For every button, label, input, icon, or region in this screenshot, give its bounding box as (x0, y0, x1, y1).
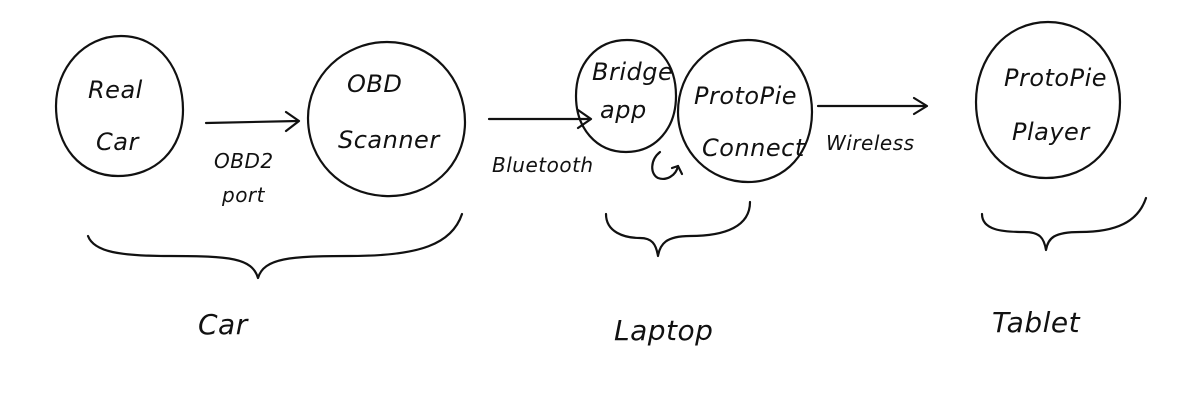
protopie-connect-circle (676, 38, 814, 184)
group-tablet: Tablet (980, 196, 1148, 339)
arrow-obd2-head (284, 110, 301, 133)
protopie-player-label-line2: Player (1012, 118, 1091, 146)
protopie-connect-label-line2: Connect (702, 134, 806, 162)
car-brace (86, 212, 464, 280)
obd2-port-label-line1: OBD2 (214, 149, 274, 173)
node-real-car: Real Car (54, 34, 185, 178)
tablet-brace (980, 196, 1148, 252)
node-protopie-connect: ProtoPie Connect (676, 38, 814, 184)
node-obd-scanner: OBD Scanner (306, 40, 467, 198)
obd-scanner-label-line2: Scanner (338, 126, 441, 154)
return-arrow (651, 150, 684, 180)
wireless-label: Wireless (826, 131, 915, 155)
protopie-connect-label-line1: ProtoPie (694, 82, 797, 110)
laptop-brace (604, 200, 752, 258)
arrow-obd2-line (204, 119, 300, 125)
return-arrow-head (670, 164, 684, 176)
obd-scanner-label-line1: OBD (347, 70, 402, 98)
laptop-group-label: Laptop (614, 314, 713, 347)
bridge-app-circle (574, 38, 678, 154)
real-car-circle (54, 34, 185, 178)
group-car: Car (86, 212, 464, 341)
node-protopie-player: ProtoPie Player (974, 20, 1122, 180)
node-bridge-app: Bridge app (574, 38, 678, 154)
edge-bluetooth: Bluetooth (487, 108, 594, 177)
arrow-wireless-head (912, 96, 929, 116)
car-group-label: Car (198, 308, 249, 341)
tablet-group-label: Tablet (992, 306, 1081, 339)
obd-scanner-circle (306, 40, 467, 198)
real-car-label-line2: Car (96, 128, 140, 156)
bluetooth-label: Bluetooth (492, 153, 594, 177)
bridge-app-label-line2: app (600, 96, 647, 124)
edge-wireless: Wireless (816, 96, 929, 155)
return-arrow-curve (651, 150, 680, 180)
real-car-label-line1: Real (88, 76, 143, 104)
group-laptop: Laptop (604, 200, 752, 347)
obd2-port-label-line2: port (221, 183, 266, 207)
bridge-app-label-line1: Bridge (592, 58, 673, 86)
protopie-player-label-line1: ProtoPie (1004, 64, 1107, 92)
protopie-player-circle (974, 20, 1122, 180)
edge-obd2-port: OBD2 port (204, 110, 301, 207)
